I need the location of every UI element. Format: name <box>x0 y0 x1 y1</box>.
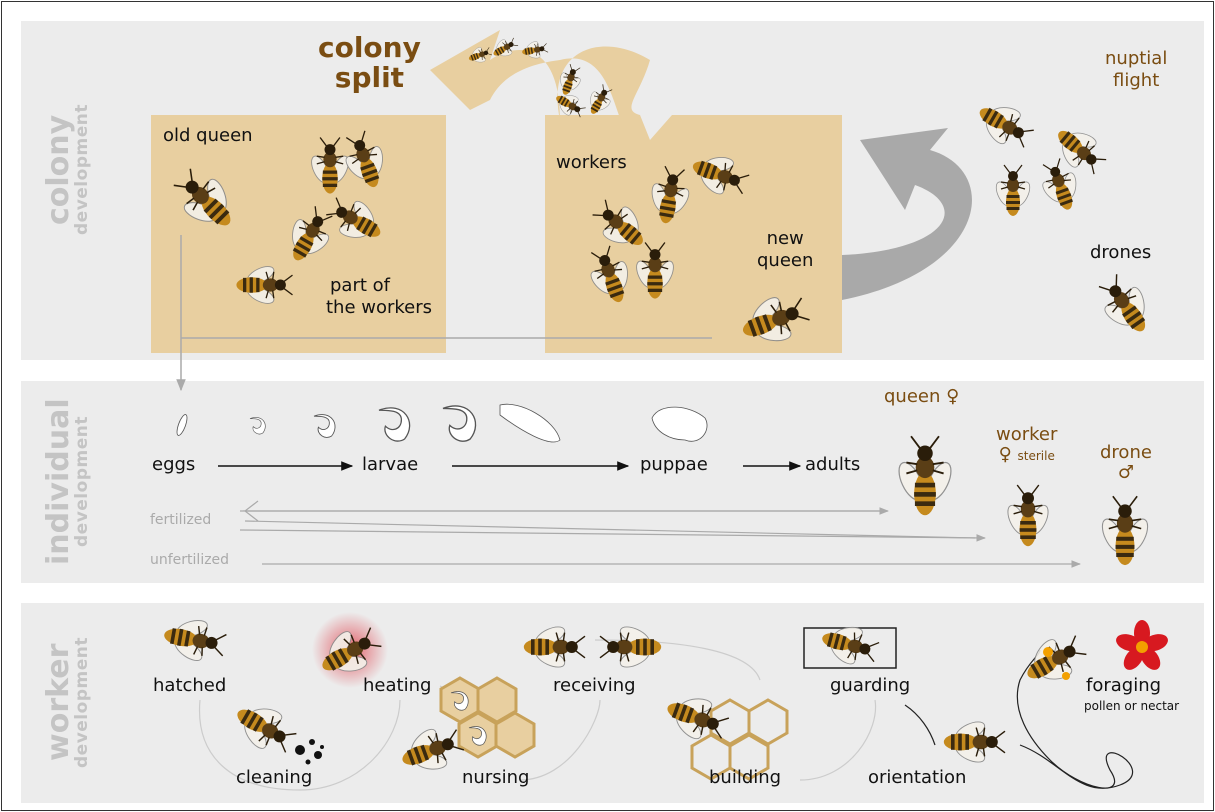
worker-label: worker ♀ sterile <box>996 425 1057 466</box>
foraging-title: foraging <box>1086 676 1179 696</box>
larva-drawing <box>443 406 476 441</box>
adults-label: adults <box>805 454 860 475</box>
colony-split-label: colony split <box>318 33 421 93</box>
new-queen-label: new queen <box>757 228 813 272</box>
bee-cleaning <box>226 692 303 764</box>
nuptial-flight-label: nuptial flight <box>1105 48 1167 92</box>
workers-label: workers <box>556 152 627 173</box>
pupa-drawing <box>652 407 707 441</box>
nuptial-line1: nuptial <box>1105 48 1167 70</box>
colony-split-arrow <box>430 30 650 120</box>
bee-drone <box>969 92 1040 158</box>
bee-worker-adult <box>1004 485 1052 546</box>
bee-receiving-1 <box>524 623 585 671</box>
drone-title: drone <box>1100 443 1152 463</box>
pollen-load <box>1043 647 1053 657</box>
egg-drawing <box>175 413 189 436</box>
prepupa-drawing <box>500 404 560 442</box>
bee-guarding <box>817 616 883 673</box>
worker-path-6 <box>800 700 876 780</box>
part-line2: the workers <box>326 297 432 319</box>
drone-label: drone ♂ <box>1100 443 1152 483</box>
fertilized-arrows <box>245 501 975 538</box>
unfertilized-label: unfertilized <box>150 552 229 568</box>
larva-drawing <box>250 417 265 434</box>
cleaning-label: cleaning <box>236 767 312 788</box>
larva-drawing <box>314 415 335 438</box>
pollen-load <box>1062 672 1070 680</box>
guarding-label: guarding <box>830 675 910 696</box>
fertilized-to-worker-arrow <box>240 530 985 538</box>
queen-label: queen ♀ <box>884 386 959 407</box>
part-of-workers-label: part of the workers <box>330 275 432 319</box>
colony-split-line2: split <box>318 63 421 93</box>
foraging-label: foraging pollen or nectar <box>1086 676 1179 716</box>
foraging-sub: pollen or nectar <box>1084 696 1179 716</box>
bee-receiving-2 <box>600 623 661 671</box>
old-queen-label: old queen <box>163 125 253 146</box>
heating-label: heating <box>363 675 431 696</box>
eggs-label: eggs <box>152 454 195 475</box>
bee-hatched <box>160 611 229 669</box>
drone-symbol: ♂ <box>1100 463 1152 483</box>
worker-sub-symbol: ♀ <box>999 444 1012 465</box>
worker-sub-text: sterile <box>1018 449 1055 463</box>
puppae-label: puppae <box>640 454 708 475</box>
drones-label: drones <box>1090 242 1151 263</box>
nursing-honeycomb <box>441 678 534 757</box>
larva-drawing <box>379 408 410 441</box>
nuptial-line2: flight <box>1105 70 1167 92</box>
debris-dots <box>295 739 324 765</box>
receiving-label: receiving <box>553 675 636 696</box>
bee-foraging <box>1016 624 1093 696</box>
worker-title: worker <box>996 425 1057 445</box>
colony-split-line1: colony <box>318 33 421 63</box>
bee-drone <box>1088 267 1162 345</box>
bee-nursing <box>395 717 469 783</box>
bee-drone <box>993 165 1033 216</box>
bee-queen-adult <box>894 436 956 515</box>
worker-path-2 <box>300 700 400 790</box>
nursing-label: nursing <box>462 767 529 788</box>
worker-sub: ♀ sterile <box>996 445 1057 466</box>
fertilized-label: fertilized <box>150 512 211 528</box>
larvae-label: larvae <box>362 454 418 475</box>
nuptial-flight-arrow <box>842 128 972 300</box>
new-queen-line1: new <box>757 228 813 250</box>
orientation-flight-path <box>905 705 935 745</box>
flower-icon <box>1114 620 1170 674</box>
new-queen-line2: queen <box>757 250 813 272</box>
hatched-label: hatched <box>153 675 226 696</box>
building-label: building <box>709 767 781 788</box>
bee-orientation <box>944 718 1005 766</box>
orientation-label: orientation <box>868 767 966 788</box>
bee-drone-adult <box>1098 496 1152 565</box>
part-line1: part of <box>330 275 432 297</box>
